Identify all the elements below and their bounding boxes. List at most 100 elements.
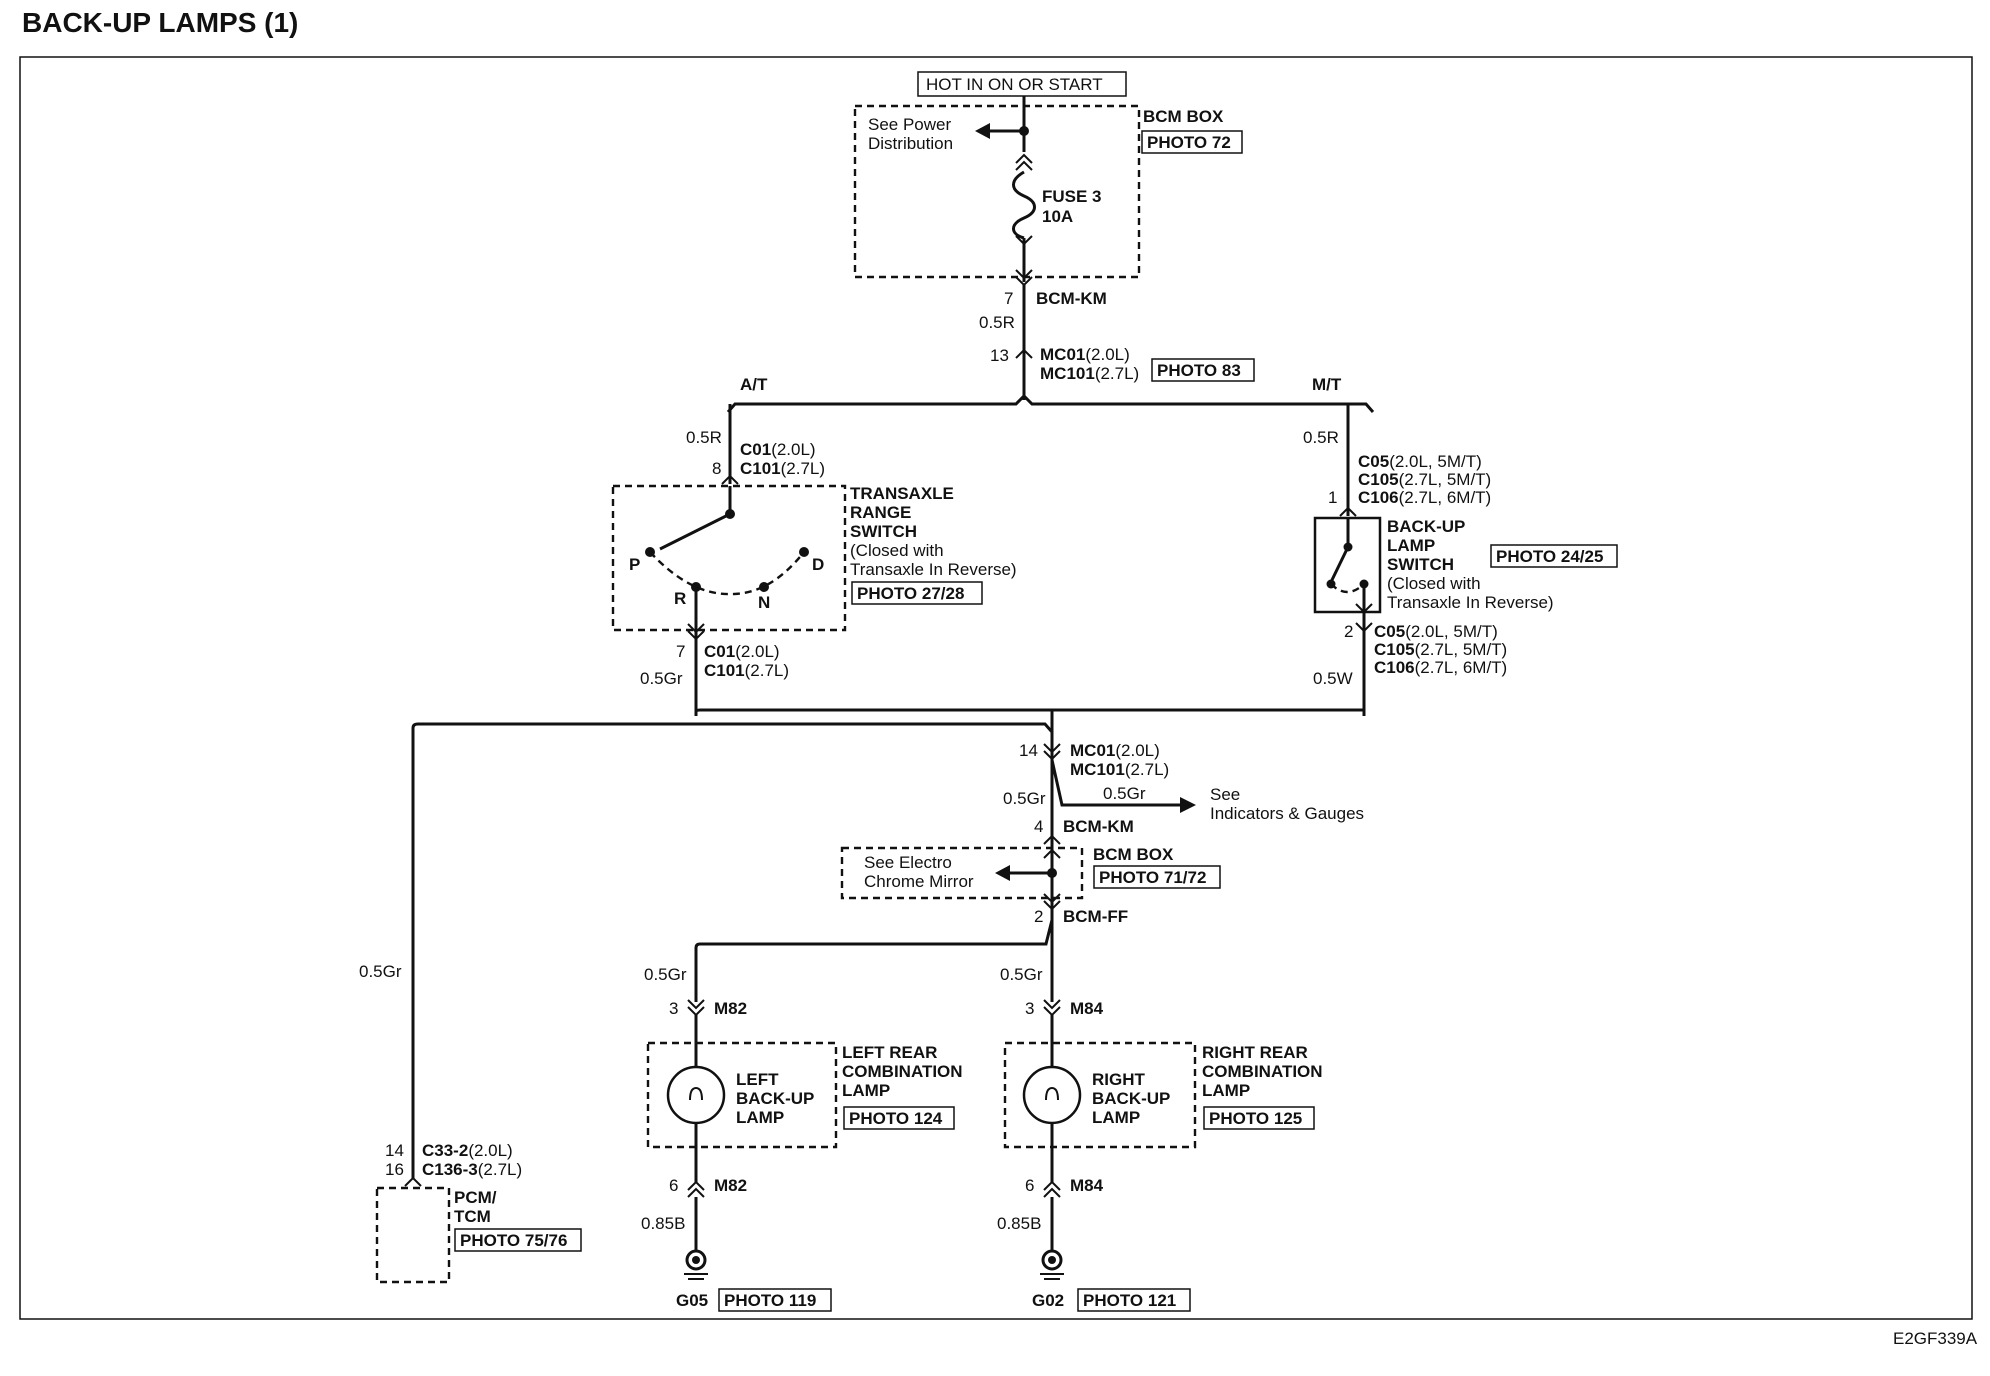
pcm-wire-label: 0.5Gr [359, 962, 402, 981]
bus-mt-join [1058, 708, 1366, 716]
mc101-top-spec: (2.7L) [1095, 364, 1139, 383]
bls-note-2: Transaxle In Reverse) [1387, 593, 1554, 612]
right-lamp-1: RIGHT [1092, 1070, 1146, 1089]
left-lamp-1: LEFT [736, 1070, 779, 1089]
ground-icon-center [692, 1256, 700, 1264]
switch-arc [1330, 583, 1365, 594]
bcm-mid-km: BCM-KM [1063, 817, 1134, 836]
bulb-icon [1022, 1065, 1082, 1125]
connector-chevron-icon [1355, 622, 1373, 633]
mc01-mid-spec: (2.0L) [1115, 741, 1159, 760]
pin-13: 13 [990, 346, 1009, 365]
left-asm-3: LAMP [842, 1081, 890, 1100]
bus-pcm [411, 722, 1054, 1178]
arrow-left-icon [975, 123, 990, 139]
wire-to-indicators [1050, 759, 1180, 807]
bls-c105-b-spec: (2.7L, 5M/T) [1415, 640, 1508, 659]
ground-icon [1041, 1249, 1063, 1271]
see-power-1: See Power [868, 115, 951, 134]
fuse-rating: 10A [1042, 207, 1073, 226]
trs-note-2: Transaxle In Reverse) [850, 560, 1017, 579]
see-indicators-1: See [1210, 785, 1240, 804]
bcm-mid-label: BCM BOX [1093, 845, 1174, 864]
right-photo: PHOTO 125 [1209, 1109, 1302, 1128]
ground-icon [685, 1249, 707, 1271]
connector-chevron-icon [404, 1176, 422, 1187]
bcm-mid-ff: BCM-FF [1063, 907, 1128, 926]
bls-c106-b-name: C106 [1374, 658, 1415, 677]
hot-label-group: HOT IN ON OR START [917, 71, 1127, 97]
right-pin-3: 3 [1025, 999, 1034, 1018]
switch-blade [1329, 546, 1350, 583]
right-wire-label: 0.5Gr [1000, 965, 1043, 984]
mc-top-photo: PHOTO 83 [1157, 361, 1241, 380]
mc-mid-pin: 14 [1019, 741, 1038, 760]
bcm-box-mid: 4 BCM-KM See Electro Chrome Mirror BCM B… [840, 817, 1221, 926]
right-asm-2: COMBINATION [1202, 1062, 1323, 1081]
bls-c106-b: C106(2.7L, 6M/T) [1374, 658, 1507, 677]
bls-wire-bot: 0.5W [1313, 669, 1353, 688]
mc01-mid-name: MC01 [1070, 741, 1115, 760]
photo-box [1151, 358, 1255, 382]
pcm-outline [375, 1186, 451, 1284]
diagram-id: E2GF339A [1893, 1329, 1978, 1348]
right-wire-bot: 0.85B [997, 1214, 1041, 1233]
left-asm-1: LEFT REAR [842, 1043, 937, 1062]
left-rear-combination-lamp: 0.5Gr 3 M82 LEFT BACK-UP LAMP LEFT REAR … [641, 965, 963, 1312]
right-rear-combination-lamp: 0.5Gr 3 M84 RIGHT BACK-UP LAMP RIGHT REA… [997, 965, 1323, 1312]
left-ground: G05 [676, 1291, 708, 1310]
left-lamp-3: LAMP [736, 1108, 784, 1127]
trs-name-3: SWITCH [850, 522, 917, 541]
bls-c105: C105(2.7L, 5M/T) [1358, 470, 1491, 489]
fuse-label: FUSE 3 [1042, 187, 1102, 206]
right-lamp-outline [1003, 1041, 1197, 1149]
mc101-mid-name: MC101 [1070, 760, 1125, 779]
pcm-name-2: TCM [454, 1207, 491, 1226]
trs-c01: C01(2.0L) [740, 440, 816, 459]
photo-box [454, 1228, 582, 1252]
trs-c101-spec: (2.7L) [781, 459, 825, 478]
connector-chevron-icon [1043, 834, 1061, 845]
connector-chevron-icon [1043, 848, 1061, 859]
connector-chevron-icon [1015, 153, 1033, 171]
mc101-top: MC101(2.7L) [1040, 364, 1139, 383]
trs-c101-b-name: C101 [704, 661, 745, 680]
pcm-c136: C136-3(2.7L) [422, 1160, 522, 1179]
filament-icon [689, 1086, 703, 1101]
bls-c05: C05(2.0L, 5M/T) [1358, 452, 1482, 471]
bls-wire-label: 0.5R [1303, 428, 1339, 447]
switch-blade [659, 512, 731, 551]
see-mirror-2: Chrome Mirror [864, 872, 974, 891]
switch-arc [649, 551, 805, 596]
connector-chevron-icon [687, 623, 705, 641]
mt-label: M/T [1312, 375, 1342, 394]
filament-icon [1045, 1086, 1059, 1101]
bls-c105-spec: (2.7L, 5M/T) [1399, 470, 1492, 489]
trs-c101-b: C101(2.7L) [704, 661, 789, 680]
wire-to-left-lamp [694, 919, 1054, 1002]
pin-7: 7 [1004, 289, 1013, 308]
trs-pin-7: 7 [676, 642, 685, 661]
trs-c01-spec: (2.0L) [771, 440, 815, 459]
trs-wire-label: 0.5R [686, 428, 722, 447]
bcm-km-label: BCM-KM [1036, 289, 1107, 308]
mc01-top-name: MC01 [1040, 345, 1085, 364]
ground-icon-center [1048, 1256, 1056, 1264]
photo-box [1077, 1288, 1191, 1312]
trs-pin-8: 8 [712, 459, 721, 478]
pos-n: N [758, 593, 770, 612]
see-power-2: Distribution [868, 134, 953, 153]
bls-name-3: SWITCH [1387, 555, 1454, 574]
left-wire-bot: 0.85B [641, 1214, 685, 1233]
photo-box [718, 1288, 832, 1312]
connector-chevron-icon [687, 999, 705, 1017]
right-m84-bot: M84 [1070, 1176, 1104, 1195]
pcm-c136-name: C136-3 [422, 1160, 478, 1179]
bls-c106-spec: (2.7L, 6M/T) [1399, 488, 1492, 507]
bls-c106: C106(2.7L, 6M/T) [1358, 488, 1491, 507]
left-pin-3: 3 [669, 999, 678, 1018]
left-lamp-2: BACK-UP [736, 1089, 814, 1108]
bcm-mid-photo: PHOTO 71/72 [1099, 868, 1206, 887]
page-title: BACK-UP LAMPS (1) [22, 7, 298, 38]
at-label: A/T [740, 375, 768, 394]
